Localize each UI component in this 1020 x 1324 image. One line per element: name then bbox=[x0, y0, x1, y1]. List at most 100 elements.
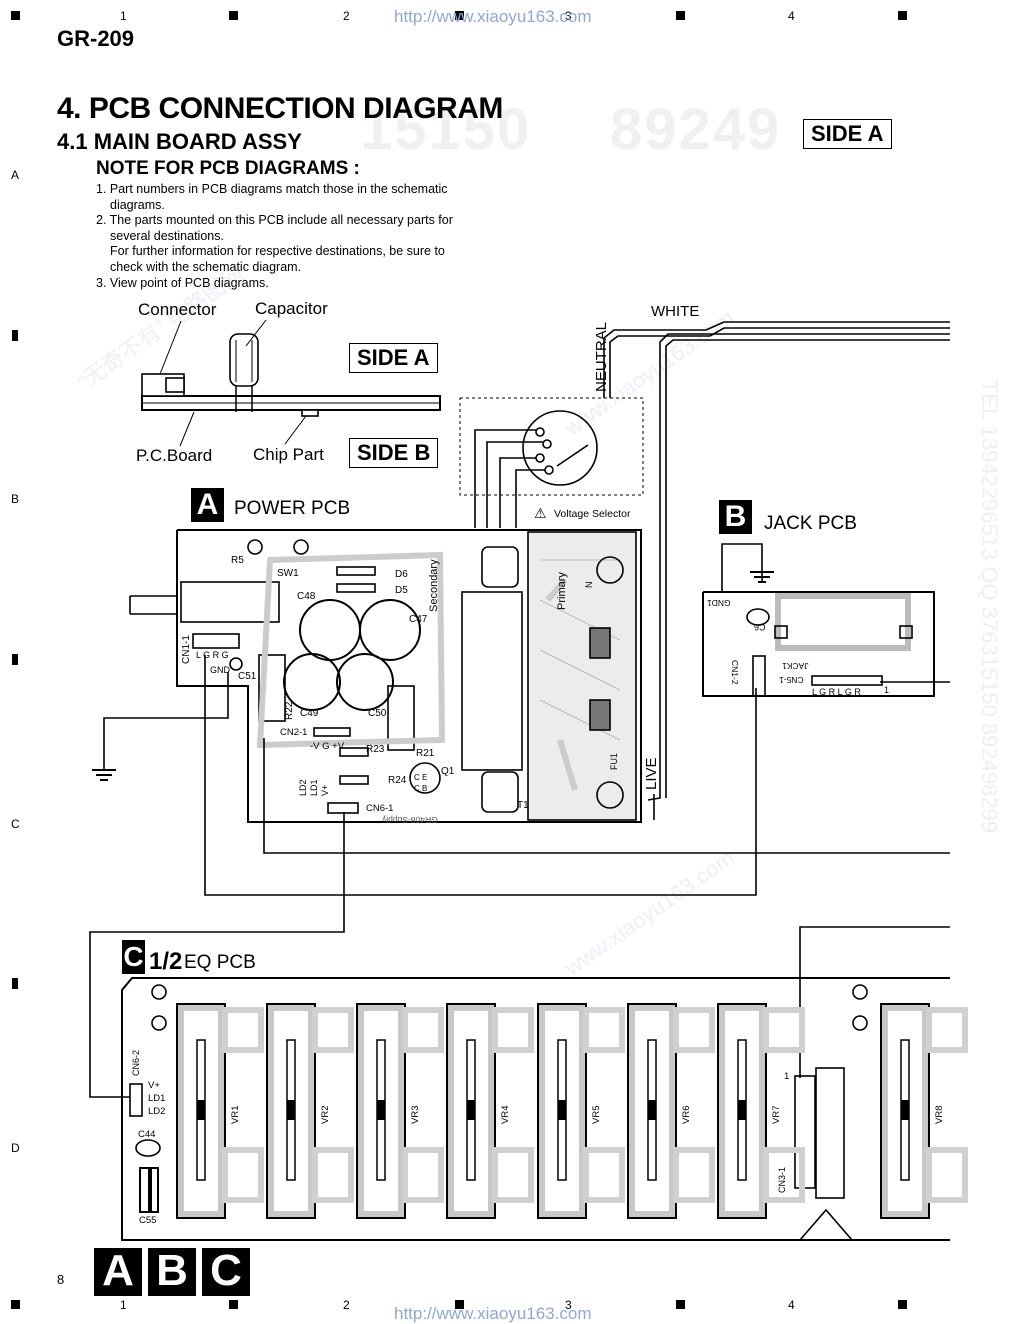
voltage-selector-drawing bbox=[459, 397, 644, 528]
footer-tag-b: B bbox=[148, 1248, 196, 1296]
footer-tag-a: A bbox=[94, 1248, 142, 1296]
row-letter: D bbox=[11, 1141, 20, 1155]
part-label: LD2 bbox=[298, 779, 308, 796]
part-label: CN2-1 bbox=[280, 727, 308, 738]
part-label: R23 bbox=[366, 744, 385, 755]
slider-label: VR6 bbox=[681, 1105, 692, 1124]
jack-pcb-tag: B bbox=[719, 500, 752, 534]
wire-white-label: WHITE bbox=[651, 303, 700, 320]
slider-label: VR3 bbox=[410, 1105, 421, 1124]
slider-label: VR8 bbox=[934, 1105, 945, 1124]
power-pcb-drawing bbox=[129, 529, 642, 823]
column-number: 3 bbox=[565, 1298, 572, 1312]
part-label: L G R L G R bbox=[812, 687, 861, 697]
note-line: 1. Part numbers in PCB diagrams match th… bbox=[96, 182, 448, 196]
corner-mark bbox=[11, 11, 20, 20]
part-label: C47 bbox=[409, 614, 428, 625]
part-label: GND bbox=[210, 665, 230, 675]
part-label: CN1-2 bbox=[730, 660, 740, 685]
note-line: 2. The parts mounted on this PCB include… bbox=[96, 213, 453, 228]
part-label: V+ bbox=[148, 1080, 160, 1091]
ground-wires bbox=[92, 543, 774, 781]
notes-list: 1. Part numbers in PCB diagrams match th… bbox=[96, 182, 516, 291]
part-label: C49 bbox=[300, 708, 319, 719]
legend-pc-board-label: P.C.Board bbox=[136, 446, 213, 465]
slider-label: VR7 bbox=[771, 1105, 782, 1124]
watermark-number-2: 89249 bbox=[610, 97, 782, 162]
grid-mark bbox=[229, 1300, 238, 1309]
source-url-top[interactable]: http://www.xiaoyu163.com bbox=[394, 7, 592, 26]
note-line: 3. View point of PCB diagrams. bbox=[96, 275, 269, 290]
slider-vr4 bbox=[446, 1003, 534, 1219]
part-label: N bbox=[584, 581, 594, 589]
column-number: 1 bbox=[120, 9, 127, 23]
part-label: D5 bbox=[395, 585, 408, 596]
section-subtitle: 4.1 MAIN BOARD ASSY bbox=[57, 129, 302, 154]
part-label: R5 bbox=[231, 555, 244, 566]
column-number: 1 bbox=[120, 1298, 127, 1312]
note-line: diagrams. bbox=[110, 197, 165, 212]
jack-pcb-title: JACK PCB bbox=[764, 513, 857, 534]
part-label: D6 bbox=[395, 569, 408, 580]
slider-vr2 bbox=[266, 1003, 354, 1219]
row-mark bbox=[12, 654, 18, 665]
eq-pcb-drawing bbox=[121, 977, 950, 1241]
row-letter: B bbox=[11, 492, 20, 506]
note-line: several destinations. bbox=[110, 228, 224, 243]
row-mark bbox=[12, 330, 18, 341]
part-label: Primary bbox=[556, 572, 568, 610]
column-number: 2 bbox=[343, 9, 350, 23]
part-label: SW1 bbox=[277, 568, 299, 579]
part-label: LD1 bbox=[148, 1093, 166, 1104]
source-url-bottom[interactable]: http://www.xiaoyu163.com bbox=[394, 1304, 592, 1323]
column-number: 2 bbox=[343, 1298, 350, 1312]
jack-pcb-drawing bbox=[702, 591, 935, 697]
power-pcb-tag: A bbox=[191, 488, 224, 522]
grid-mark bbox=[898, 1300, 907, 1309]
grid-mark bbox=[455, 11, 464, 20]
part-label: R24 bbox=[388, 775, 407, 786]
part-label: 1 bbox=[884, 685, 890, 695]
note-line: check with the schematic diagram. bbox=[110, 259, 302, 274]
part-label: 1 bbox=[784, 1071, 790, 1082]
mains-wires bbox=[603, 321, 950, 820]
corner-mark bbox=[11, 1300, 20, 1309]
silkscreen-label: GR408-Supply bbox=[382, 815, 438, 825]
slider-vr6 bbox=[627, 1003, 715, 1219]
part-label: -V G +V bbox=[310, 741, 345, 752]
eq-pcb-fraction: 1/2 bbox=[149, 948, 183, 975]
part-label: CN1-1 bbox=[181, 635, 192, 664]
wire-live-label: LIVE bbox=[643, 757, 660, 790]
part-label: C B bbox=[414, 784, 428, 793]
slider-vr7 bbox=[717, 1003, 805, 1219]
column-number: 3 bbox=[565, 9, 572, 23]
slider-label: VR2 bbox=[320, 1105, 331, 1124]
part-label: CN3-1 bbox=[777, 1166, 787, 1193]
grid-mark bbox=[898, 11, 907, 20]
part-label: LD2 bbox=[148, 1106, 166, 1117]
legend-connector-label: Connector bbox=[138, 300, 217, 319]
slider-label: VR1 bbox=[230, 1105, 241, 1124]
part-label: C48 bbox=[297, 591, 316, 602]
row-letter: C bbox=[11, 817, 20, 831]
column-number: 4 bbox=[788, 9, 795, 23]
grid-mark bbox=[455, 1300, 464, 1309]
note-line: For further information for respective d… bbox=[110, 244, 445, 259]
part-label: CN5-1 bbox=[779, 675, 804, 685]
page-title: 4. PCB CONNECTION DIAGRAM bbox=[57, 92, 503, 125]
side-a-badge: SIDE A bbox=[803, 119, 892, 149]
notes-title: NOTE FOR PCB DIAGRAMS : bbox=[96, 158, 360, 179]
page-number: 8 bbox=[57, 1272, 65, 1287]
part-label: Secondary bbox=[428, 559, 440, 612]
part-label: JACK1 bbox=[782, 661, 809, 671]
legend-side-a-badge: SIDE A bbox=[349, 343, 438, 373]
part-label: T1 bbox=[517, 800, 529, 811]
slider-vr8 bbox=[880, 1003, 968, 1219]
row-mark bbox=[12, 978, 18, 989]
power-pcb-title: POWER PCB bbox=[234, 498, 351, 519]
slider-vr3 bbox=[356, 1003, 444, 1219]
eq-pcb-tag: C bbox=[122, 940, 145, 974]
legend-side-b-badge: SIDE B bbox=[349, 438, 439, 468]
footer-tag-c: C bbox=[202, 1248, 250, 1296]
